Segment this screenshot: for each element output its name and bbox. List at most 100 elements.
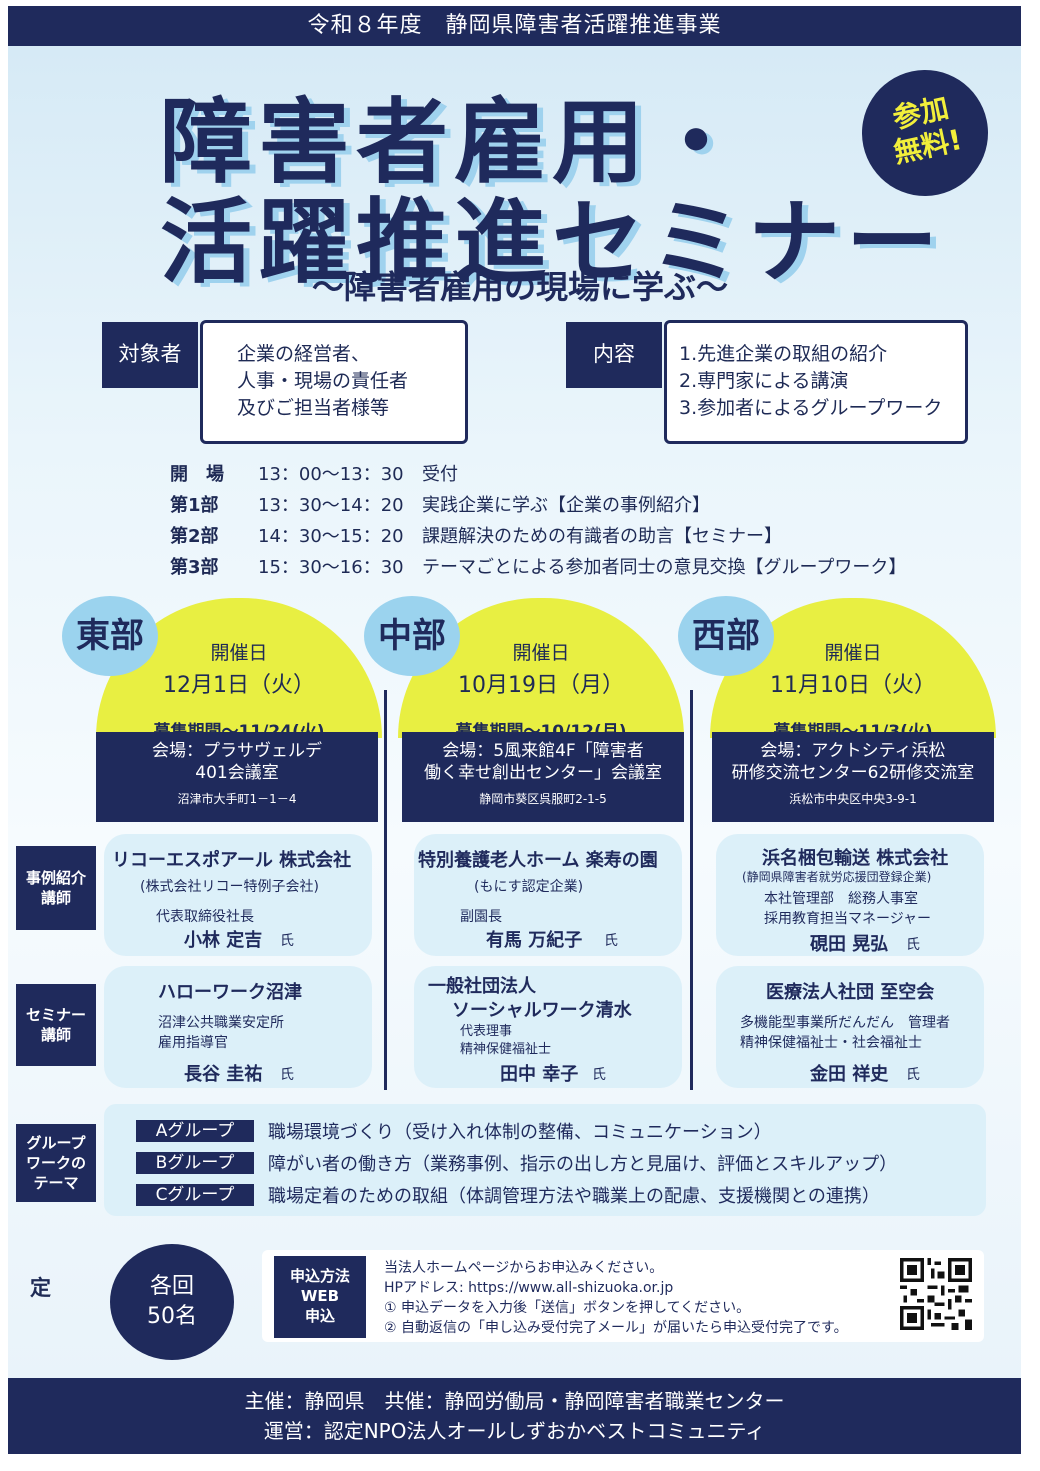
- application-method-label: 申込方法 WEB 申込: [274, 1256, 366, 1338]
- schedule-label: 第1部: [170, 495, 219, 516]
- application-step-1: ① 申込データを入力後「送信」ボタンを押してください。: [384, 1300, 751, 1316]
- seminar-org: ハローワーク沼津: [158, 982, 302, 1003]
- group-theme: 職場環境づくり（受け入れ体制の整備、コミュニケーション）: [268, 1122, 772, 1143]
- west-venue: 会場：アクトシティ浜松 研修交流センター62研修交流室 浜松市中央区中央3-9-…: [712, 732, 994, 822]
- date-label: 開催日: [824, 642, 882, 664]
- schedule-desc: テーマごとによる参加者同士の意見交換【グループワーク】: [422, 557, 907, 578]
- target-label: 対象者: [102, 322, 198, 388]
- program-name: 令和８年度 静岡県障害者活躍推進事業: [307, 13, 722, 38]
- central-date-arch: 開催日 10月19日（月） 募集期間～10/12(月): [398, 598, 684, 742]
- group-theme: 障がい者の働き方（業務事例、指示の出し方と見届け、評価とスキルアップ）: [268, 1154, 898, 1175]
- organizer-line: 主催：静岡県 共催：静岡労働局・静岡障害者職業センター: [244, 1389, 785, 1413]
- venue-line: 401会議室: [195, 763, 279, 783]
- schedule-label: 第3部: [170, 557, 219, 578]
- east-case-card: リコーエスポアール 株式会社 (株式会社リコー特例子会社) 代表取締役社長 小林…: [104, 834, 372, 956]
- group-tag: Aグループ: [136, 1120, 254, 1142]
- case-title: 副園長: [460, 909, 502, 925]
- seminar-speaker-label-text: セミナー 講師: [25, 1006, 86, 1044]
- event-date: 12月1日（火）: [163, 673, 315, 698]
- group-theme-label-text: グループ ワークの テーマ: [25, 1134, 86, 1192]
- schedule-label: 第2部: [170, 526, 219, 547]
- case-speaker-label-text: 事例紹介 講師: [25, 869, 86, 907]
- honorific: 氏: [592, 1067, 606, 1083]
- header-bar: 令和８年度 静岡県障害者活躍推進事業: [8, 6, 1021, 46]
- central-case-card: 特別養護老人ホーム 楽寿の園 (もにす認定企業) 副園長 有馬 万紀子 氏: [414, 834, 682, 956]
- event-date: 11月10日（火）: [770, 673, 936, 698]
- schedule-desc: 実践企業に学ぶ【企業の事例紹介】: [422, 495, 710, 516]
- target-line: 人事・現場の責任者: [237, 370, 409, 392]
- group-tag: Bグループ: [136, 1152, 254, 1174]
- west-case-card: 浜名梱包輸送 株式会社 (静岡県障害者就労応援団登録企業) 本社管理部 総務人事…: [716, 834, 984, 956]
- east-venue: 会場：プラサヴェルデ 401会議室 沼津市大手町1－1－4: [96, 732, 378, 822]
- venue-address: 静岡市葵区呉服町2-1-5: [479, 792, 607, 806]
- application-url[interactable]: HPアドレス: https://www.all-shizuoka.or.jp: [384, 1280, 674, 1296]
- title-line-2: 活躍推進セミナー: [160, 189, 945, 296]
- content-label: 内容: [566, 322, 662, 388]
- qr-code-icon[interactable]: [900, 1258, 972, 1330]
- case-sub: (株式会社リコー特例子会社): [140, 879, 319, 895]
- central-seminar-card: 一般社団法人 ソーシャルワーク清水 代表理事 精神保健福祉士 田中 幸子 氏: [414, 966, 682, 1088]
- seminar-name: 金田 祥史: [810, 1064, 889, 1085]
- case-sub: (静岡県障害者就労応援団登録企業): [742, 870, 932, 884]
- honorific: 氏: [280, 933, 294, 949]
- seminar-name: 長谷 圭祐: [184, 1064, 263, 1085]
- application-step-2: ② 自動返信の「申し込み受付完了メール」が届いたら申込受付完了です。: [384, 1320, 848, 1336]
- capacity-circle: 各回 50名: [110, 1244, 234, 1360]
- seminar-title-2: 雇用指導官: [158, 1035, 228, 1051]
- seminar-title: 代表理事: [460, 1024, 513, 1039]
- case-title: 代表取締役社長: [156, 909, 254, 925]
- honorific: 氏: [604, 933, 618, 949]
- schedule-time: 15：30～16：30: [258, 557, 404, 578]
- honorific: 氏: [280, 1067, 294, 1083]
- region-central: 中部: [364, 596, 460, 676]
- subtitle: ～障害者雇用の現場に学ぶ～: [311, 268, 728, 306]
- venue-line: 働く幸せ創出センター」会議室: [424, 763, 662, 783]
- group-tag: Cグループ: [136, 1184, 254, 1206]
- capacity-line-2: 50名: [147, 1304, 197, 1329]
- date-label: 開催日: [210, 642, 268, 664]
- application-line: 当法人ホームページからお申込みください。: [384, 1260, 664, 1276]
- seminar-speaker-label: セミナー 講師: [16, 984, 96, 1066]
- footer-bar: 主催：静岡県 共催：静岡労働局・静岡障害者職業センター 運営：認定NPO法人オー…: [8, 1378, 1021, 1454]
- target-box: 企業の経営者、 人事・現場の責任者 及びご担当者様等: [200, 320, 468, 444]
- central-venue: 会場：5風来館4F「障害者 働く幸せ創出センター」会議室 静岡市葵区呉服町2-1…: [402, 732, 684, 822]
- case-name: 小林 定吉: [184, 930, 263, 951]
- case-speaker-label: 事例紹介 講師: [16, 846, 96, 930]
- case-name: 有馬 万紀子: [486, 930, 583, 951]
- application-method-text: 申込方法 WEB 申込: [289, 1267, 350, 1325]
- honorific: 氏: [906, 1067, 920, 1083]
- venue-line: 会場：5風来館4F「障害者: [442, 741, 644, 761]
- east-seminar-card: ハローワーク沼津 沼津公共職業安定所 雇用指導官 長谷 圭祐 氏: [104, 966, 372, 1088]
- schedule-time: 13：00～13：30: [258, 464, 404, 485]
- venue-address: 沼津市大手町1－1－4: [177, 792, 297, 806]
- schedule-time: 13：30～14：20: [258, 495, 404, 516]
- seminar-org-2: ソーシャルワーク清水: [452, 1000, 632, 1021]
- seminar-name: 田中 幸子: [500, 1064, 579, 1085]
- content-line: 3.参加者によるグループワーク: [679, 397, 943, 419]
- schedule-desc: 受付: [422, 464, 458, 485]
- content-line: 1.先進企業の取組の紹介: [679, 343, 888, 365]
- group-theme-label: グループ ワークの テーマ: [16, 1124, 96, 1202]
- content-line: 2.専門家による講演: [679, 370, 849, 392]
- target-line: 企業の経営者、: [237, 343, 371, 365]
- west-seminar-card: 医療法人社団 至空会 多機能型事業所だんだん 管理者 精神保健福祉士・社会福祉士…: [716, 966, 984, 1088]
- capacity-line-1: 各回: [149, 1274, 194, 1299]
- case-name: 硯田 晃弘: [810, 934, 889, 955]
- column-divider: [690, 690, 693, 1090]
- title-line-1: 障害者雇用・: [160, 89, 749, 196]
- column-divider: [384, 690, 387, 1090]
- content-box: 1.先進企業の取組の紹介 2.専門家による講演 3.参加者によるグループワーク: [664, 320, 968, 444]
- venue-line: 会場：アクトシティ浜松: [760, 741, 946, 761]
- schedule-label: 開 場: [170, 464, 224, 485]
- region-west: 西部: [678, 596, 774, 676]
- case-title: 本社管理部 総務人事室: [764, 891, 918, 907]
- case-title-2: 採用教育担当マネージャー: [764, 911, 932, 927]
- event-date: 10月19日（月）: [458, 673, 624, 698]
- case-org: リコーエスポアール 株式会社: [112, 850, 352, 871]
- target-line: 及びご担当者様等: [237, 397, 390, 419]
- honorific: 氏: [906, 937, 920, 953]
- case-org: 浜名梱包輸送 株式会社: [762, 848, 949, 869]
- seminar-title-2: 精神保健福祉士: [460, 1042, 552, 1057]
- schedule-time: 14：30～15：20: [258, 526, 404, 547]
- date-label: 開催日: [512, 642, 570, 664]
